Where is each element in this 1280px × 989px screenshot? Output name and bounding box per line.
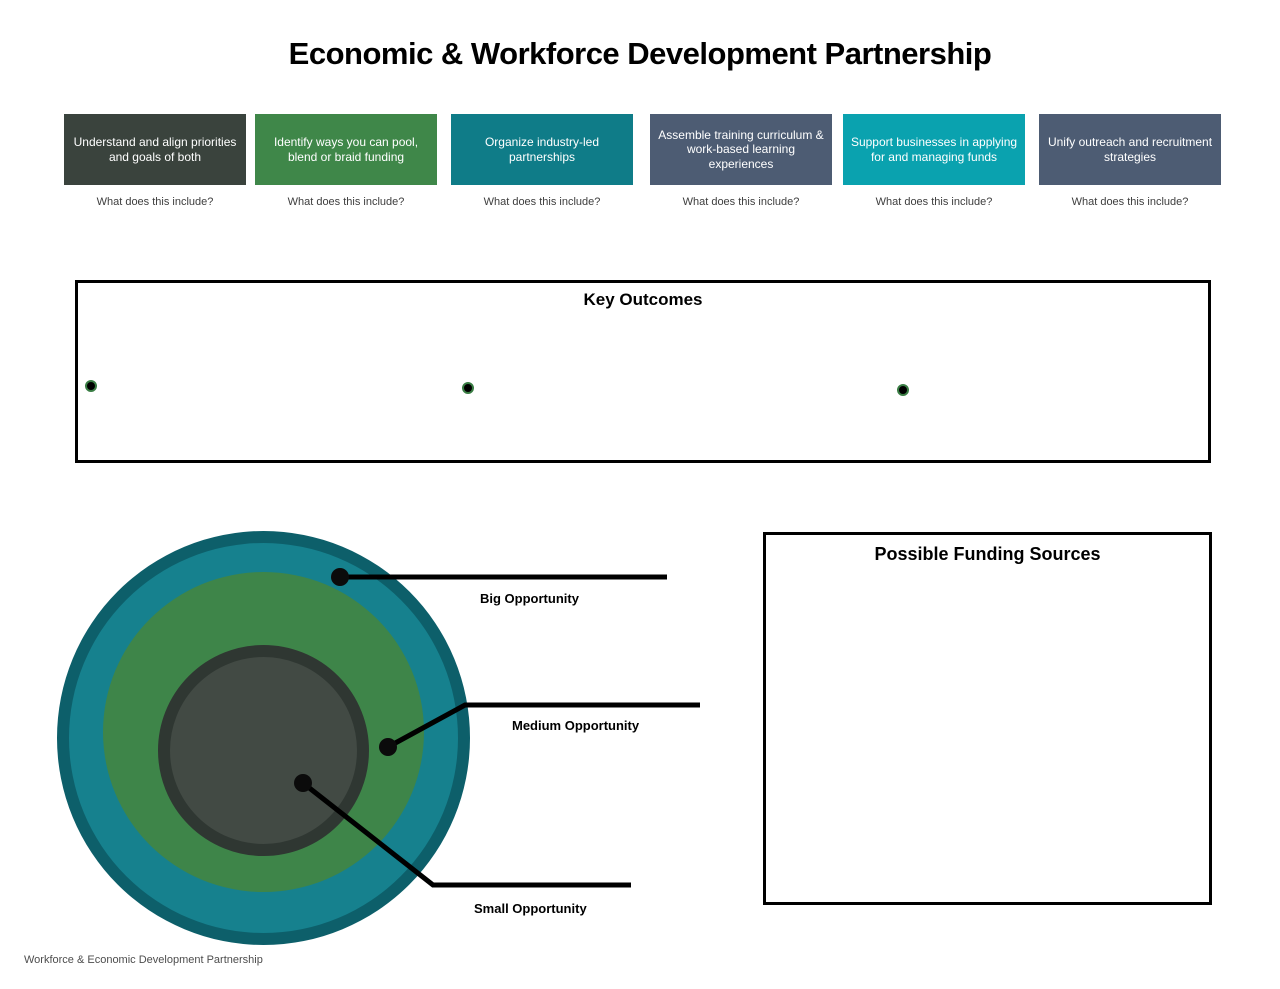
- pillar-label: Identify ways you can pool, blend or bra…: [273, 135, 419, 164]
- pillar-box-unify-outreach: Unify outreach and recruitment strategie…: [1039, 114, 1221, 185]
- pillar-question: What does this include?: [483, 196, 601, 208]
- pillar-question: What does this include?: [287, 196, 405, 208]
- page-title: Economic & Workforce Development Partner…: [288, 36, 992, 71]
- pillar-label: Organize industry-led partnerships: [484, 135, 600, 164]
- small-opportunity-label: Small Opportunity: [474, 901, 587, 916]
- footer-caption: Workforce & Economic Development Partner…: [24, 954, 263, 966]
- pillar-question: What does this include?: [96, 196, 214, 208]
- key-outcomes-title: Key Outcomes: [583, 290, 703, 309]
- pillar-box-support-businesses: Support businesses in applying for and m…: [843, 114, 1025, 185]
- small-opportunity-circle: [158, 645, 369, 856]
- pillar-box-training-curriculum: Assemble training curriculum & work-base…: [650, 114, 832, 185]
- pillar-question: What does this include?: [682, 196, 800, 208]
- medium-opportunity-label: Medium Opportunity: [512, 718, 640, 733]
- pillar-question: What does this include?: [1071, 196, 1189, 208]
- bullet-point: [462, 382, 474, 394]
- key-outcomes-box: Key Outcomes: [75, 280, 1211, 463]
- funding-sources-box: Possible Funding Sources: [763, 532, 1212, 905]
- pillar-question: What does this include?: [875, 196, 993, 208]
- pillar-box-pool-blend-funding: Identify ways you can pool, blend or bra…: [255, 114, 437, 185]
- pillar-label: Assemble training curriculum & work-base…: [658, 127, 824, 171]
- pillar-box-understand-align: Understand and align priorities and goal…: [64, 114, 246, 185]
- bullet-point: [85, 380, 97, 392]
- pillar-label: Understand and align priorities and goal…: [73, 135, 237, 164]
- pillar-label: Support businesses in applying for and m…: [850, 135, 1018, 164]
- big-opportunity-label: Big Opportunity: [480, 591, 579, 606]
- pillar-box-industry-partnerships: Organize industry-led partnerships: [451, 114, 633, 185]
- bullet-point: [897, 384, 909, 396]
- pillar-label: Unify outreach and recruitment strategie…: [1047, 135, 1213, 164]
- funding-sources-title: Possible Funding Sources: [874, 544, 1101, 564]
